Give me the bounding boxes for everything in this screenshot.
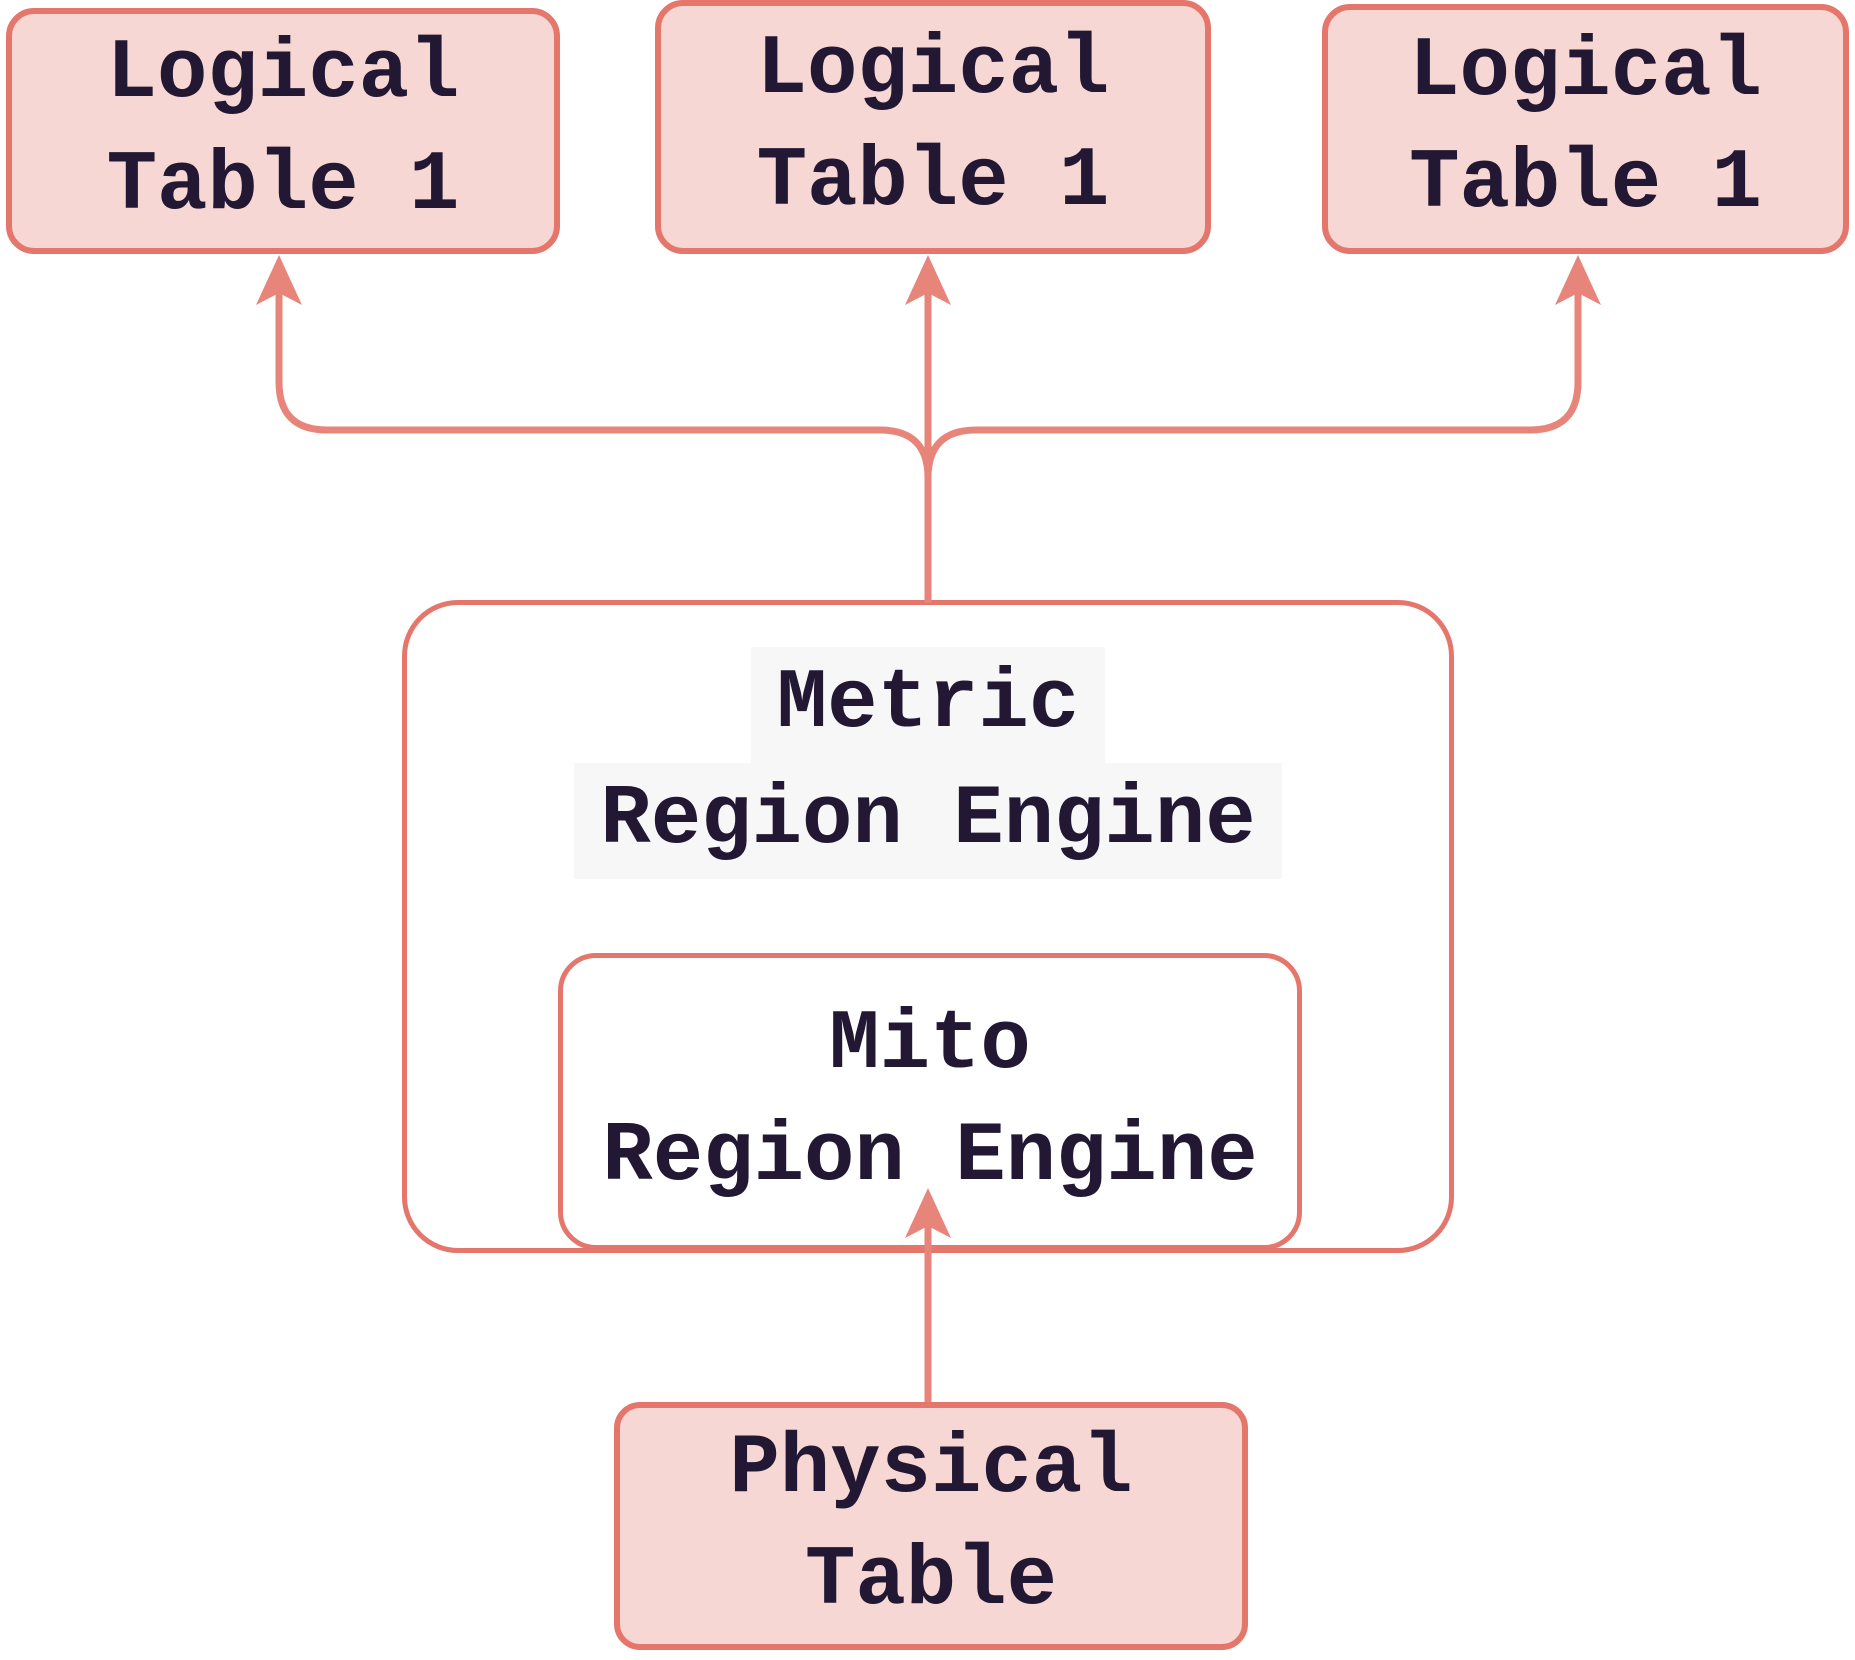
arrowhead-up-icon — [256, 255, 302, 305]
node-label-line: Logical — [1409, 25, 1762, 120]
node-label-line: Region Engine — [574, 763, 1282, 879]
node-logical-table-1-center: Logical Table 1 — [655, 0, 1211, 254]
node-label-line: Table — [804, 1534, 1058, 1629]
node-label-line: Mito — [829, 997, 1031, 1093]
edge-metric-to-logical-left — [275, 265, 932, 603]
node-physical-table: Physical Table — [614, 1402, 1248, 1650]
node-label-line: Metric — [750, 647, 1106, 763]
node-label-line: Table 1 — [756, 135, 1110, 230]
node-label-line: Logical — [756, 23, 1110, 118]
node-label-line: Physical — [729, 1422, 1133, 1517]
arrowhead-up-icon — [905, 255, 951, 305]
node-label-line: Logical — [106, 27, 460, 122]
arrowhead-up-icon — [1555, 255, 1601, 305]
node-label-line: Table 1 — [1409, 137, 1762, 232]
node-logical-table-1-left: Logical Table 1 — [6, 8, 560, 254]
node-label-line: Region Engine — [602, 1109, 1258, 1205]
node-logical-table-1-right: Logical Table 1 — [1322, 4, 1849, 254]
node-mito-region-engine: Mito Region Engine — [558, 953, 1302, 1250]
node-label-line: Table 1 — [106, 139, 460, 234]
edge-metric-to-logical-right — [924, 265, 1582, 603]
